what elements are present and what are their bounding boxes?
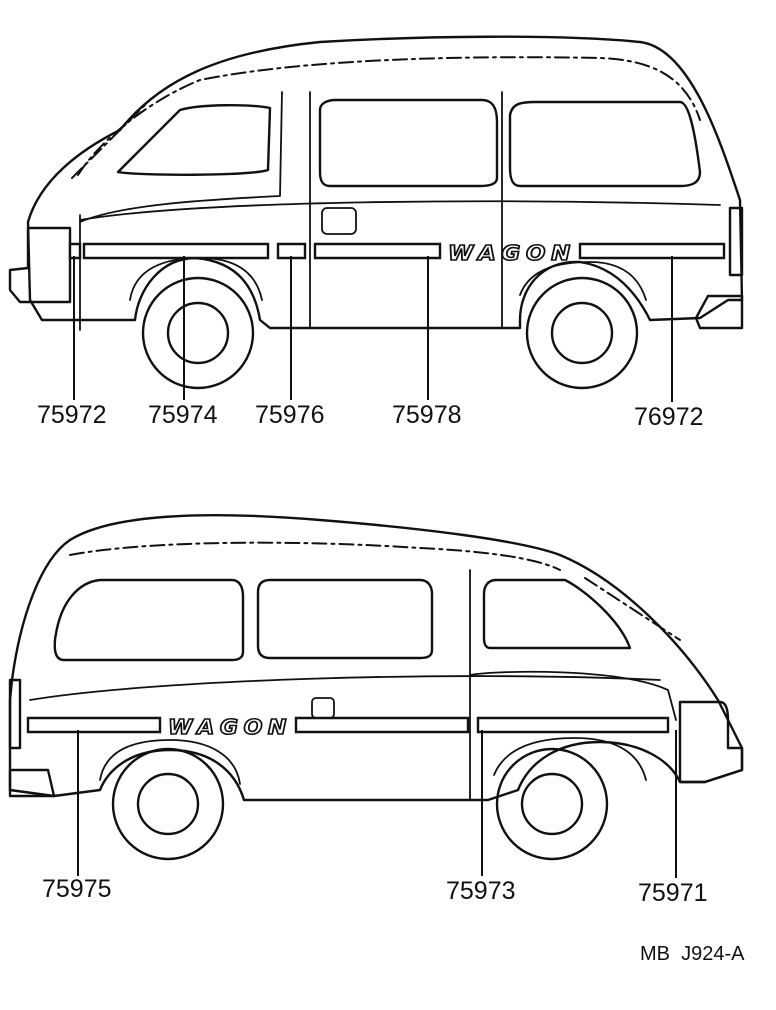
part-number-label: 75978 xyxy=(392,401,462,429)
stripe-rear-quarter xyxy=(578,242,726,260)
stripe-front-door-bottom xyxy=(476,716,670,734)
van-right-side-view: WAGON xyxy=(8,513,744,861)
stripe-sliding-door-bottom xyxy=(294,716,470,734)
part-number-label: 75973 xyxy=(446,877,516,905)
top-leader-lines xyxy=(73,256,673,402)
figure-code: MB J924-A xyxy=(640,943,745,965)
stripe-front-door xyxy=(82,242,270,260)
part-number-label: 75976 xyxy=(255,401,325,429)
bottom-leader-lines xyxy=(77,730,677,878)
stripe-rear-quarter-bottom xyxy=(26,716,162,734)
stripe-sliding-door xyxy=(313,242,442,260)
part-number-label: 76972 xyxy=(634,403,704,431)
van-left-side-view: WAGON xyxy=(8,35,744,390)
wagon-emblem-top: WAGON xyxy=(448,241,576,265)
part-number-label: 75975 xyxy=(42,875,112,903)
part-number-label: 75972 xyxy=(37,401,107,429)
part-number-label: 75971 xyxy=(638,879,708,907)
part-number-label: 75974 xyxy=(148,401,218,429)
wagon-emblem-bottom: WAGON xyxy=(168,715,292,739)
stripe-center-pillar xyxy=(276,242,307,260)
